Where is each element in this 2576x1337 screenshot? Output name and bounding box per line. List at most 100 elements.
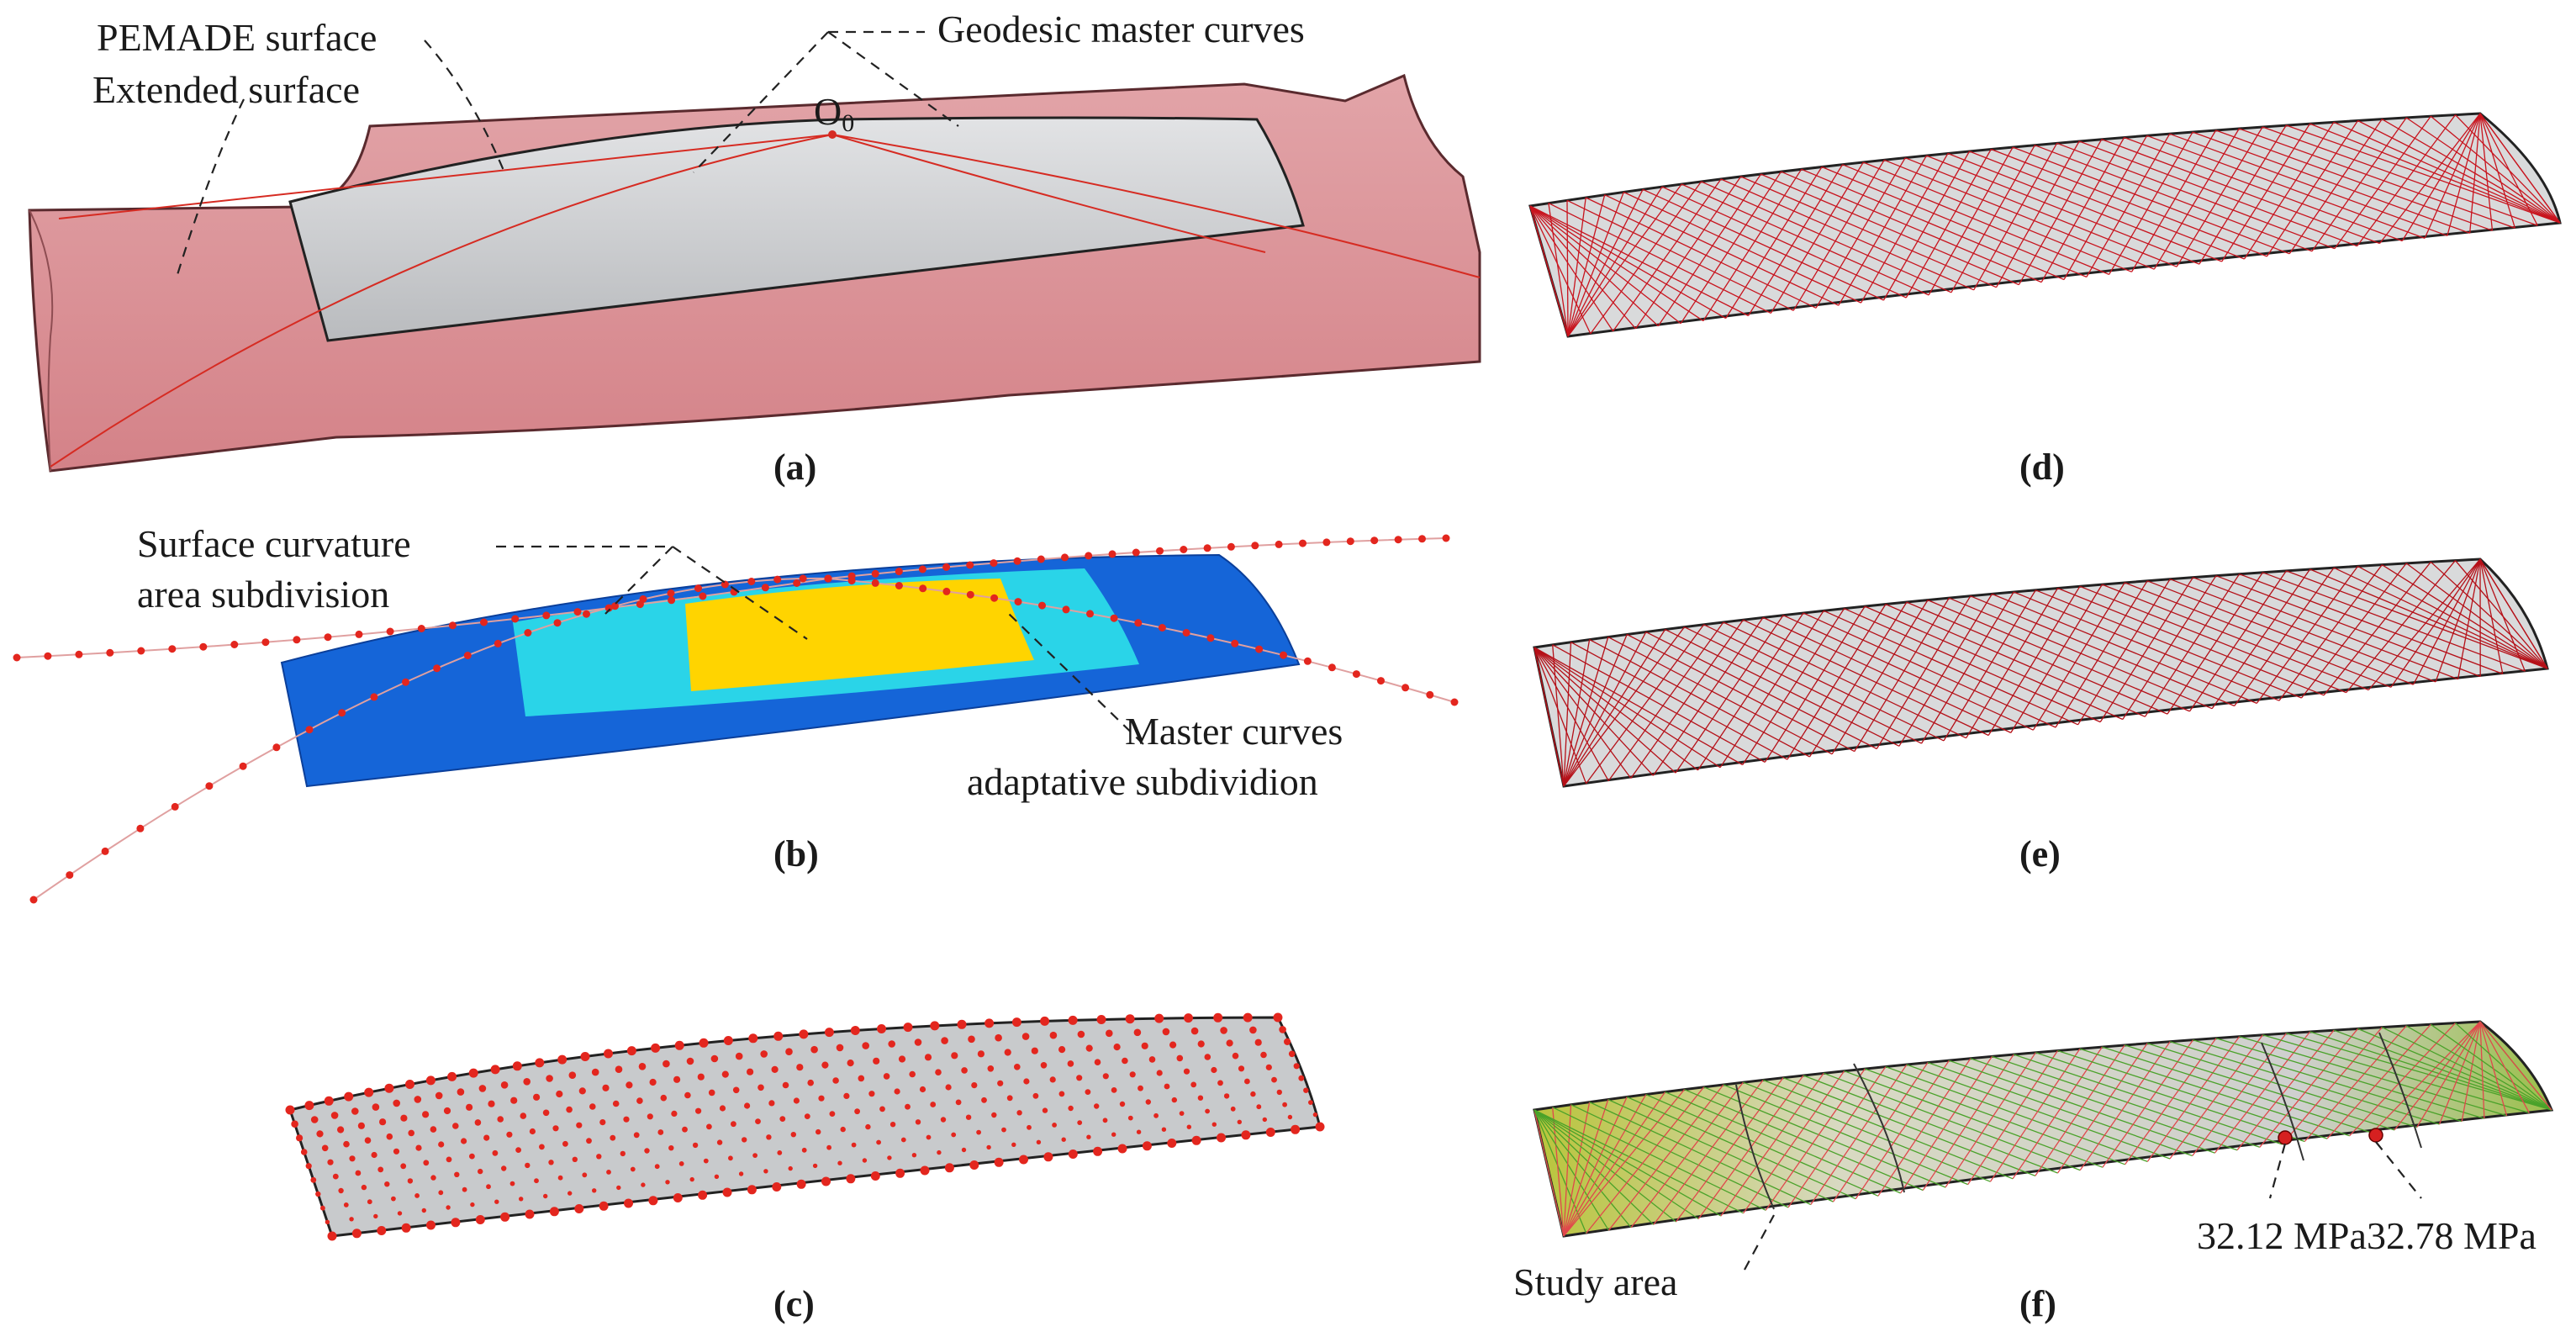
mesh-lath [2239, 128, 2515, 229]
surface-point [373, 1213, 378, 1219]
surface-point [1148, 1056, 1156, 1063]
mesh-lath [1589, 1102, 1812, 1206]
mesh-lath [1642, 188, 1884, 301]
surface-point [327, 1231, 337, 1241]
curve-point [990, 594, 999, 602]
mesh-lath [2447, 113, 2481, 236]
curve-point [1377, 677, 1385, 685]
mesh-lath [1697, 612, 1804, 771]
surface-point [610, 1134, 616, 1141]
curve-point [919, 584, 927, 593]
mesh-lath [1947, 152, 2222, 262]
curve-point [761, 584, 769, 592]
surface-point [1113, 1044, 1121, 1051]
surface-point [612, 1100, 620, 1107]
surface-point [320, 1205, 325, 1211]
mesh-lath [1762, 1079, 2014, 1180]
mesh-lath [2479, 113, 2516, 229]
surface-point [1308, 1100, 1313, 1105]
mesh-lath [2357, 119, 2561, 224]
surface-point [1282, 1102, 1287, 1107]
surface-point [1067, 1060, 1074, 1067]
mesh-lath [2215, 1038, 2485, 1119]
mesh-lath [2153, 128, 2240, 270]
surface-point [1184, 1013, 1193, 1023]
surface-point [1226, 1039, 1233, 1047]
mesh-lath [2349, 1023, 2456, 1137]
panel-e: (e) [1533, 558, 2549, 875]
surface-point [1271, 1076, 1277, 1083]
surface-point [343, 1140, 350, 1148]
surface-point [1183, 1068, 1190, 1075]
surface-point [568, 1071, 577, 1079]
mesh-lath [1760, 173, 2019, 286]
mesh-lath [2455, 114, 2561, 224]
mesh-lath [2169, 579, 2436, 683]
surface-point [665, 1180, 670, 1185]
mesh-lath [2146, 135, 2426, 240]
surface-point [924, 1054, 932, 1061]
surface-point [1102, 1073, 1109, 1080]
mesh-lath [1533, 647, 1654, 776]
surface-point [367, 1199, 372, 1205]
mesh-lath [1563, 629, 1666, 787]
mesh-lath [2124, 582, 2392, 688]
curve-point [1206, 634, 1215, 642]
surface-point [728, 1155, 733, 1161]
mesh-lath [1661, 186, 1907, 299]
surface-point [1004, 1049, 1011, 1056]
surface-point [592, 1188, 597, 1193]
stress-point-2 [2368, 1128, 2383, 1143]
mesh-lath [2056, 1043, 2148, 1174]
master-curve-points [13, 534, 1459, 904]
mesh-lath [2479, 1021, 2552, 1111]
surface-point [716, 1139, 723, 1145]
mesh-lath [1684, 1089, 1924, 1192]
surface-point [804, 1113, 810, 1119]
curve-point [1061, 553, 1069, 562]
mesh-lath [1926, 155, 2200, 265]
surface-point [673, 1075, 681, 1083]
mesh-lath [2056, 142, 2336, 250]
mesh-lath [1604, 194, 1840, 306]
mesh-lath [1563, 1099, 1609, 1237]
curve-point [694, 584, 702, 593]
mesh-lath [2239, 1036, 2507, 1117]
mesh-lath [1842, 164, 2109, 276]
mesh-lath [1943, 589, 2036, 742]
mesh-lath [1987, 585, 2081, 736]
origin-point [828, 130, 837, 139]
mesh-lath [1770, 161, 1864, 314]
mesh-lath [1607, 1099, 1834, 1202]
mesh-lath [2262, 572, 2526, 672]
surface-point [620, 1150, 626, 1157]
surface-point [372, 1103, 380, 1111]
surface-point [796, 1179, 806, 1189]
surface-point [332, 1173, 339, 1180]
surface-point [407, 1178, 414, 1184]
curve-point [1013, 557, 1021, 565]
mesh-lath [1563, 637, 1609, 787]
surface-point [425, 1075, 435, 1086]
surface-point [469, 1153, 475, 1160]
mesh-lath [2102, 1039, 2194, 1168]
surface-point [889, 1122, 896, 1128]
surface-point [461, 1138, 467, 1144]
surface-point [981, 1097, 987, 1103]
curve-point [136, 824, 145, 832]
mesh-lath [1567, 197, 1586, 337]
curve-point [417, 625, 425, 632]
surface-point [641, 1182, 646, 1187]
surface-point [1156, 1070, 1163, 1076]
mesh-lath [1645, 1094, 1879, 1197]
surface-point [338, 1187, 344, 1194]
mesh-lath [2146, 1043, 2417, 1128]
surface-point [1036, 1139, 1042, 1145]
surface-point [723, 1036, 733, 1045]
surface-point [742, 1137, 747, 1143]
surface-point [698, 1190, 708, 1200]
surface-point [1019, 1155, 1028, 1165]
mesh-lath [1743, 619, 1989, 737]
master-curves-label-line1: Master curves [1125, 710, 1343, 753]
curve-point [1038, 601, 1046, 610]
